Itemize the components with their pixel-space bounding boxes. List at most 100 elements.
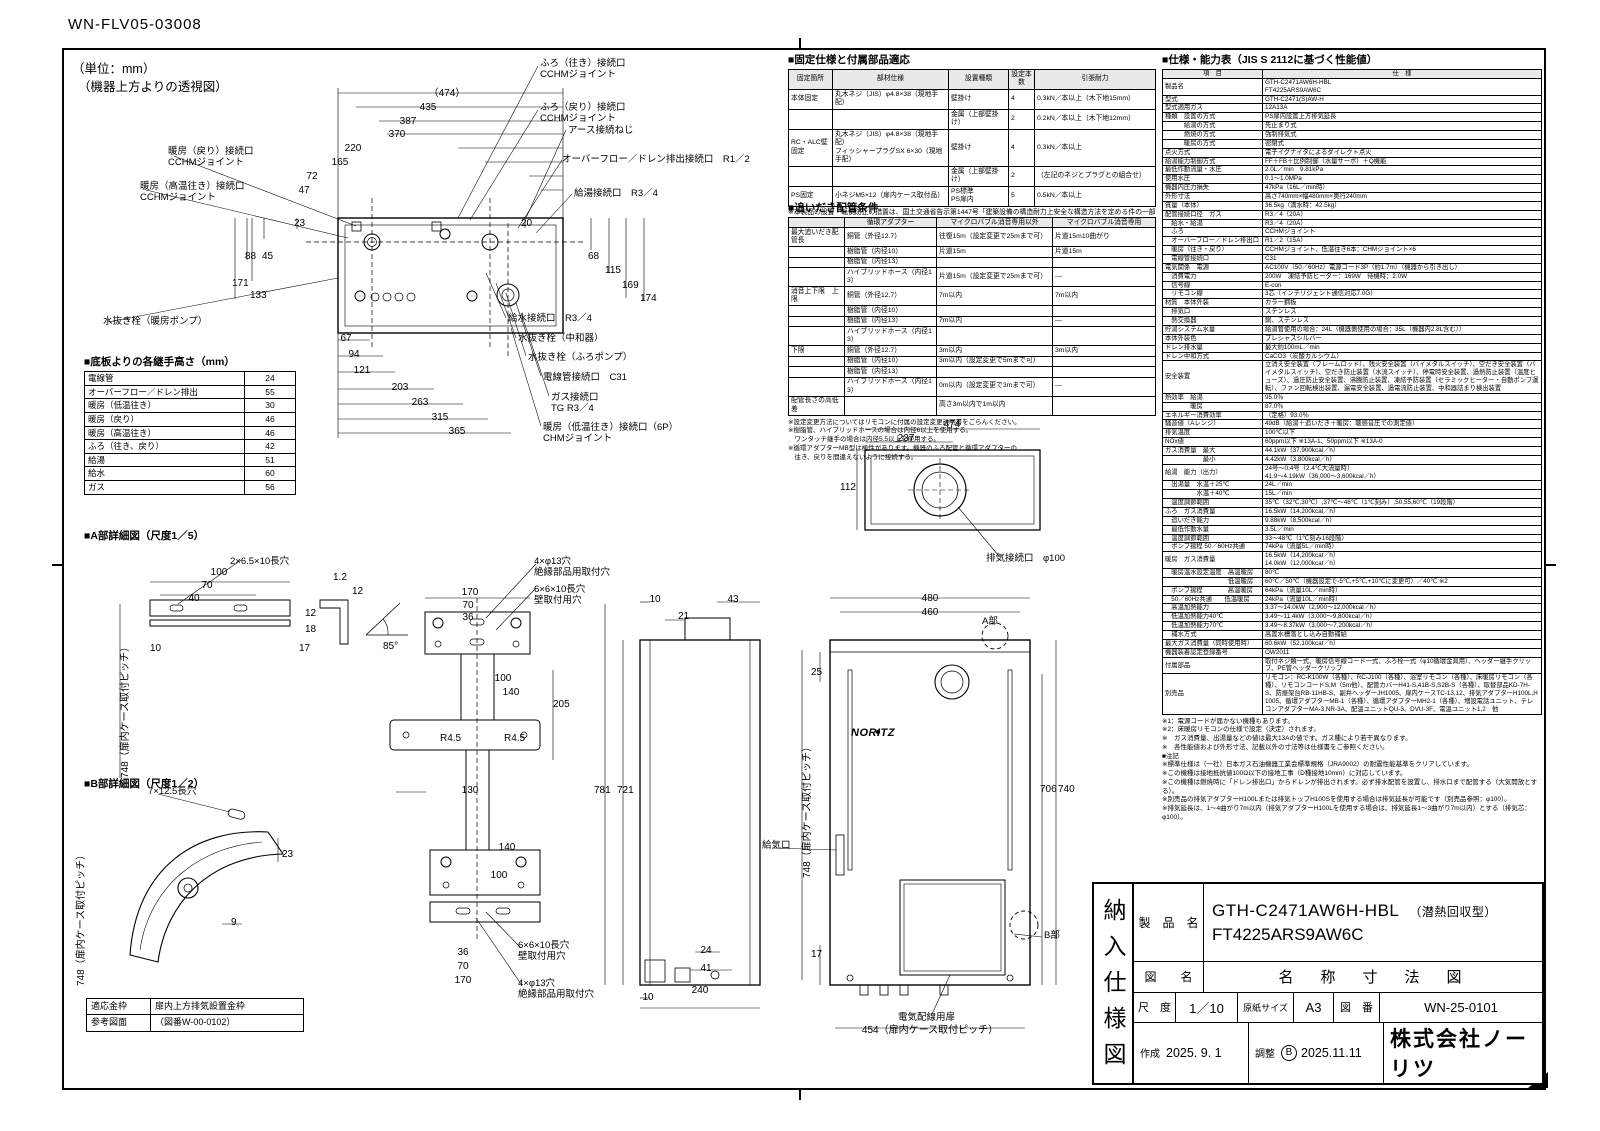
dim-label: 68 bbox=[588, 251, 600, 262]
registration-mark bbox=[799, 1090, 801, 1100]
note-line: ※標準仕様は（一社）日本ガス石油機器工業会標準規格（JRA9002）の耐震性能基… bbox=[1162, 761, 1473, 769]
document-number: WN-FLV05-03008 bbox=[68, 16, 202, 33]
paper-size-value: A3 bbox=[1294, 992, 1334, 1022]
dim-label: 169 bbox=[622, 280, 639, 291]
dim-label: 435 bbox=[419, 102, 437, 113]
table-row: 点火方式電子イグナイタによるダイレクト点火 bbox=[1162, 147, 1542, 158]
table-row: 暖房（往き・戻り）CCHMジョイント、低温往き6本：CHMジョイント×6 bbox=[1162, 245, 1542, 256]
exhaust-circle bbox=[934, 664, 970, 700]
table-header-row: 項 目 仕 様 bbox=[1162, 69, 1542, 79]
dim-label: 174 bbox=[640, 293, 657, 304]
title-block: 納入仕様図 製 品 名 GTH-C2471AW6H-HBL（潜熱回収型） FT4… bbox=[1092, 882, 1544, 1085]
spec-table-title: ■仕様・能力表（JIS S 2112に基づく性能値） bbox=[1162, 54, 1378, 66]
dim-label: 263 bbox=[411, 397, 429, 408]
joint-height-title: ■底板よりの各継手高さ（mm） bbox=[84, 356, 235, 368]
dim-label: 203 bbox=[391, 382, 409, 393]
dim-label: 171 bbox=[232, 278, 249, 289]
view-note: （機器上方よりの透視図） bbox=[78, 80, 228, 94]
dim-label: 115 bbox=[605, 265, 621, 276]
dim-label: 23 bbox=[294, 218, 306, 229]
drawing-no-label: 図 番 bbox=[1334, 992, 1380, 1022]
callout-label: アース接続ねじ bbox=[568, 125, 634, 136]
dim-label: 41 bbox=[700, 963, 712, 974]
detail-a-marker bbox=[981, 622, 1009, 650]
dim-label: 387 bbox=[399, 116, 417, 127]
reheat-piping-title: ■追いだき配管条件 bbox=[788, 202, 879, 214]
dim-label: 165 bbox=[331, 157, 349, 168]
table-row: 樹脂管（内径13） bbox=[788, 366, 1156, 378]
dim-label: 88 bbox=[245, 251, 257, 262]
dim-label: 133 bbox=[250, 290, 267, 301]
registration-mark bbox=[52, 564, 62, 566]
dim-label: 85° bbox=[383, 641, 399, 652]
table-row: 参考図面（図番W-00-0102） bbox=[86, 1014, 304, 1032]
detail-a-drawing bbox=[119, 559, 554, 985]
dim-label: 370 bbox=[388, 129, 406, 140]
note-line: ※別売品の排気アダプターH100Lまたは排気トップH100Sを使用する場合は排気… bbox=[1162, 796, 1511, 804]
table-row: 材質 本体外装カラー鋼板 bbox=[1162, 298, 1542, 309]
scale-label: 尺 度 bbox=[1134, 992, 1176, 1022]
adjusted-date: 2025.11.11 bbox=[1301, 1045, 1362, 1060]
pitch-label-vertical: 748（扉内ケース取付ピッチ） bbox=[76, 849, 87, 986]
dim-label: 10 bbox=[150, 643, 162, 654]
table-row: ふろ（往き、戻り）42 bbox=[84, 439, 296, 454]
revision-mark: B bbox=[1281, 1044, 1297, 1061]
dim-label: 121 bbox=[353, 365, 371, 376]
table-row: 別売品リモコン：RC-K100W（各種）、RC-J100（各種）、浴室リモコン（… bbox=[1162, 673, 1542, 715]
table-row: 適応金枠扉内上方排気設置金枠 bbox=[86, 997, 304, 1016]
registration-mark bbox=[1546, 564, 1556, 566]
table-row: 騒音値（Aレンジ）49dB（給湯＋追いだき＋暖房：聴感音圧での測定値） bbox=[1162, 419, 1542, 430]
paper-size-label: 原紙サイズ bbox=[1238, 992, 1294, 1022]
table-row: 給湯 能力（出力）24号～0.4号（2.4℃大流量時） 41.9～4.19kW（… bbox=[1162, 463, 1542, 482]
pitch-label-vertical: 748（扉内ケース取付ピッチ） bbox=[802, 741, 813, 878]
dim-label: R4.5 bbox=[440, 733, 462, 744]
dim-label: 460 bbox=[921, 607, 939, 618]
dim-label: 170 bbox=[461, 587, 479, 598]
table-row: 付属部品取付ネジ類一式、暖房信号線コード一式、ふろ栓一式（φ10循環金具用）、ヘ… bbox=[1162, 656, 1542, 675]
callout-label: ふろ（往き）接続口 CCHMジョイント bbox=[540, 58, 626, 81]
dim-label: （474） bbox=[428, 88, 466, 99]
detail-a-title: ■A部詳細図（尺度1／5） bbox=[84, 530, 205, 542]
noritz-logo: NORITZ bbox=[851, 727, 895, 739]
table-row: 配管長さの高低差高さ3m以内で1m以内 bbox=[788, 395, 1156, 416]
product-name-note: （潜熱回収型） bbox=[1409, 904, 1497, 919]
created-label: 作成 bbox=[1140, 1049, 1160, 1061]
dim-label: 45 bbox=[262, 251, 274, 262]
table-row: ハイブリッドホース（内径13）0m以内（設定変更で3mまで可）― bbox=[788, 376, 1156, 397]
table-row: 熱交換器銅、ステンレス bbox=[1162, 316, 1542, 326]
registration-mark bbox=[799, 38, 801, 48]
dim-label: 47 bbox=[298, 185, 310, 196]
callout-label: 6×6×10長穴 壁取付用穴 bbox=[518, 940, 570, 963]
callout-label: 4×φ13穴 絶縁部品用取付穴 bbox=[534, 556, 611, 579]
note-line: ※循環アダプターMB型は極性があります。機器のふろ配管と循環アダプターの 往き、… bbox=[788, 444, 1018, 461]
table-header-row: 循環アダプター マイクロバブル消音専用以外 マイクロバブル消音専用 bbox=[788, 216, 1156, 229]
dim-label: 706 bbox=[1040, 784, 1057, 795]
detail-a-callout: A部 bbox=[982, 616, 998, 627]
table-row: 樹脂管（内径10）3m以内（設定変更で5mまで可） bbox=[788, 355, 1156, 368]
dim-label: 12 bbox=[352, 586, 364, 597]
